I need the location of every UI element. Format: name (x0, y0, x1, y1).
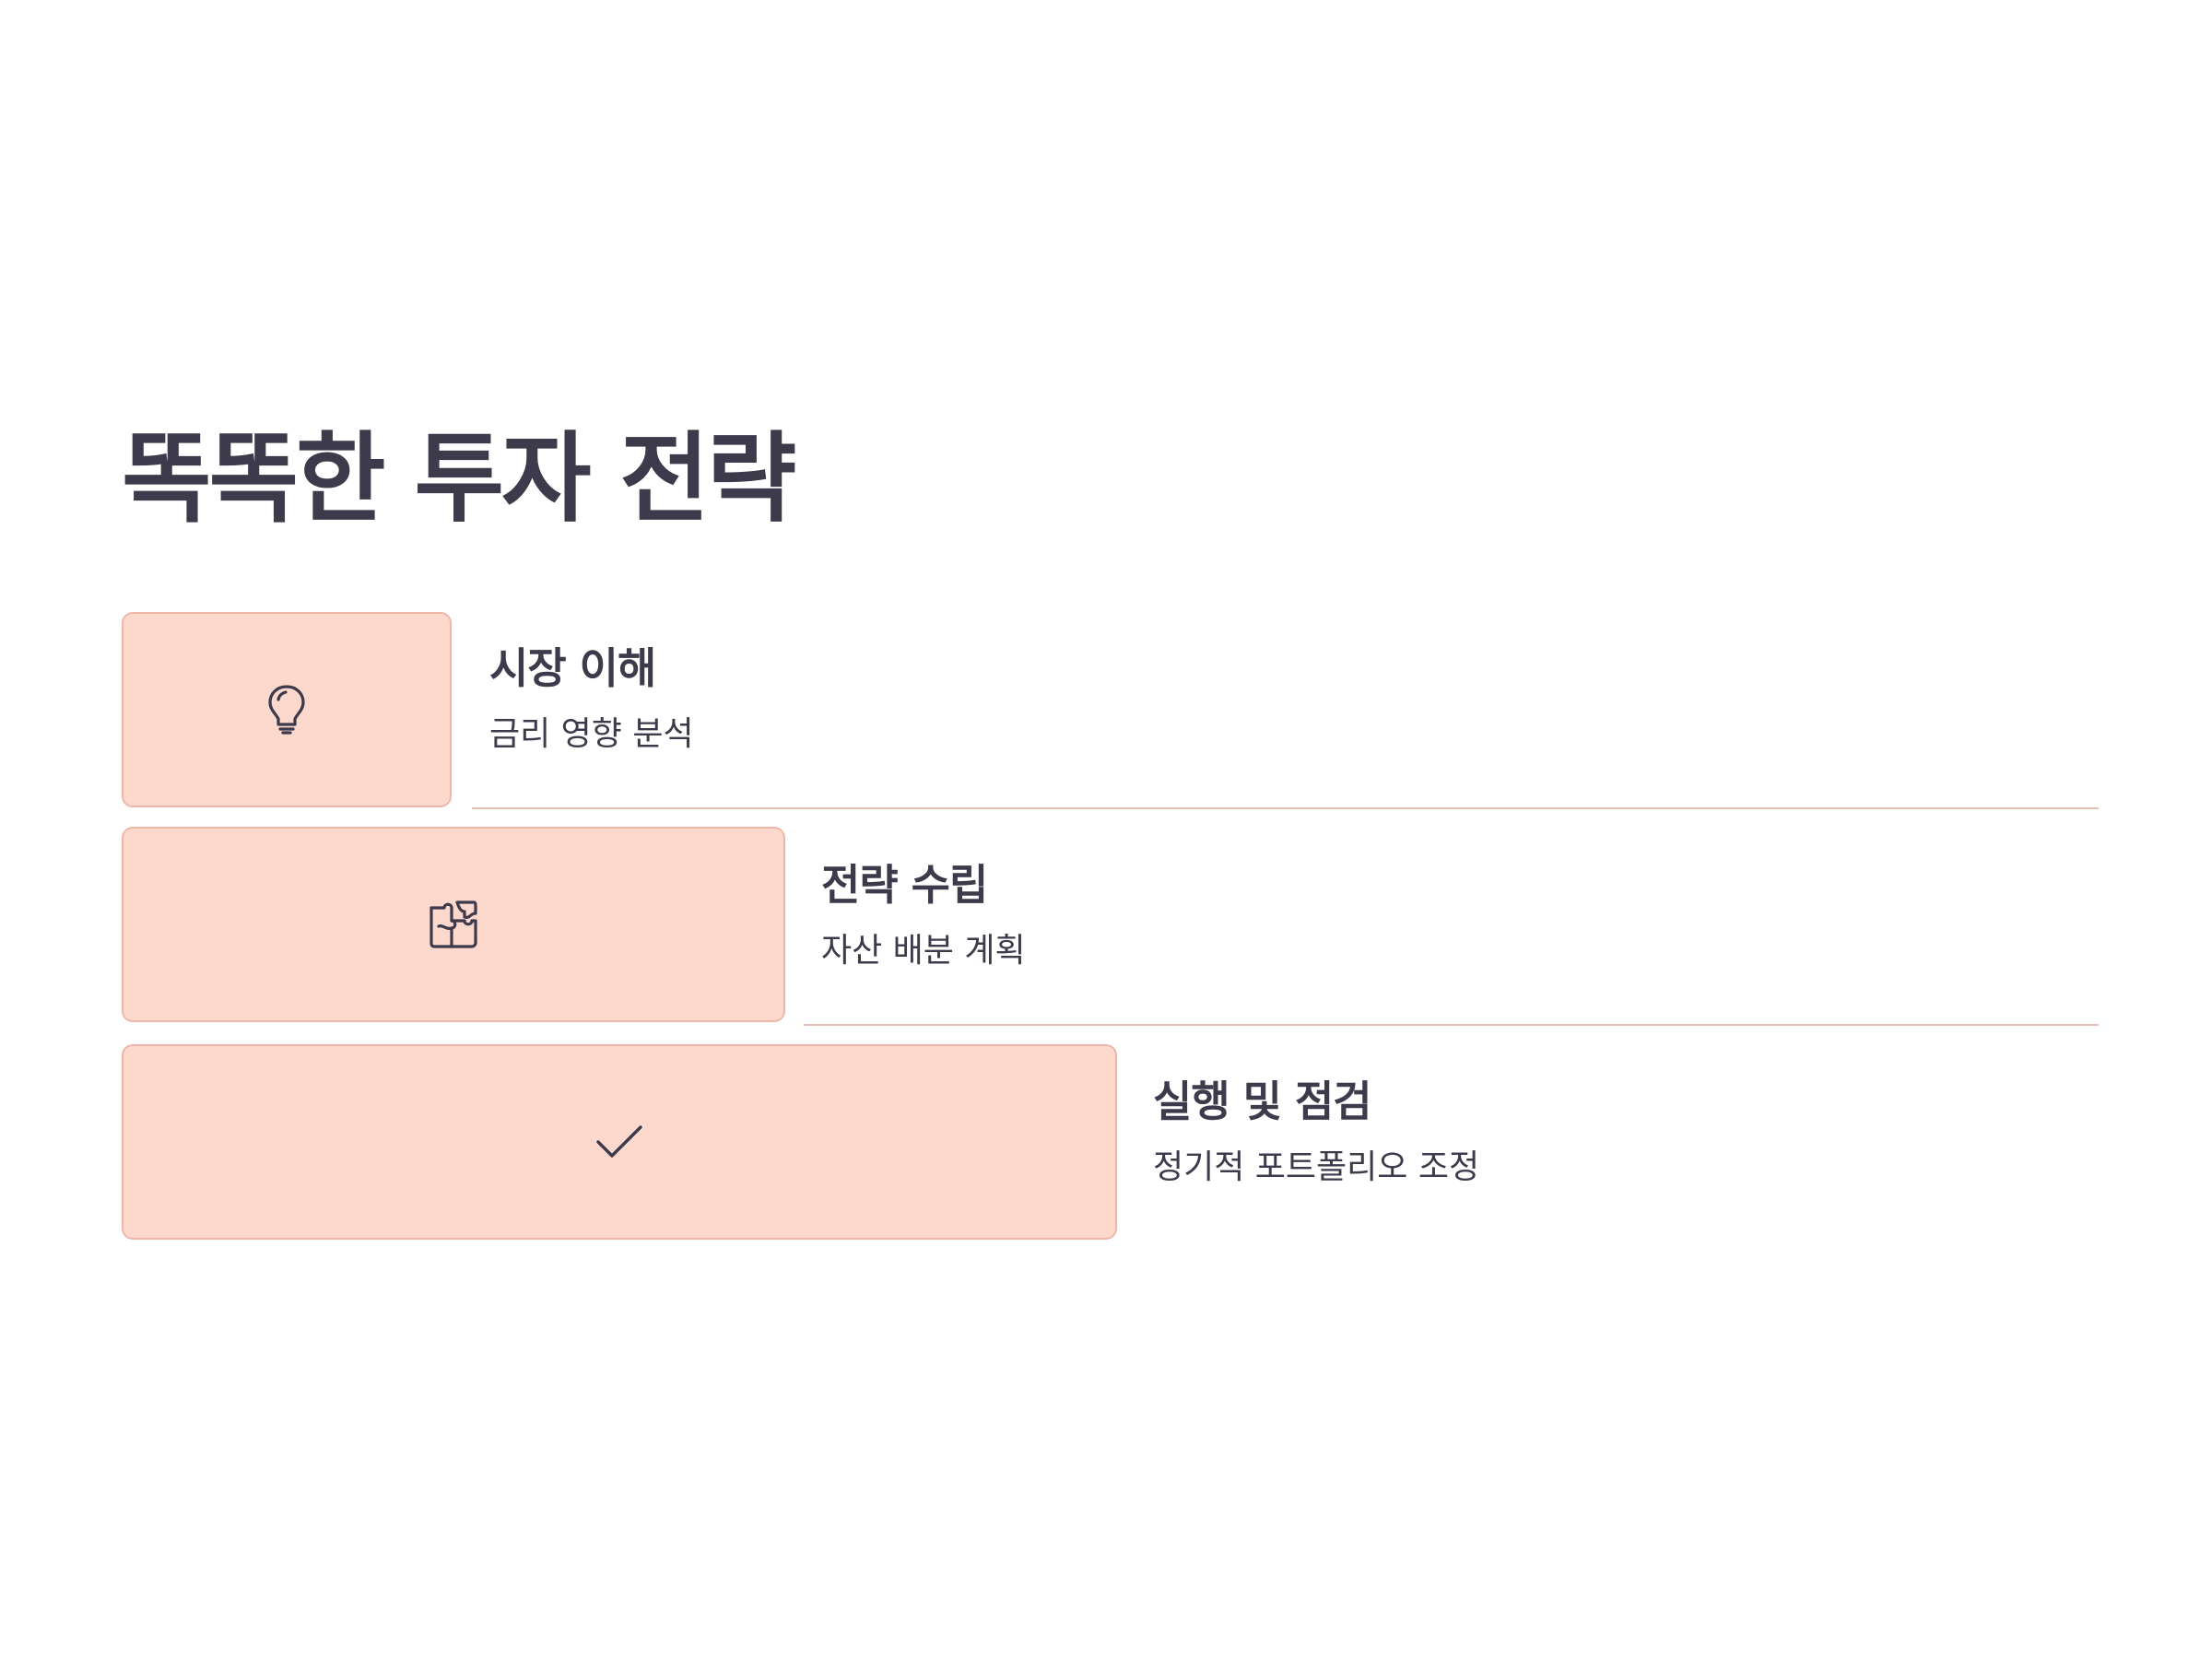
step-1-text: 시장 이해 금리 영향 분석 (489, 641, 694, 757)
step-3-box (122, 1044, 1117, 1240)
step-1-box (122, 612, 452, 807)
puzzle-icon (428, 899, 479, 950)
step-2-text: 전략 수립 자산 배분 계획 (821, 857, 1026, 973)
step-3-text: 실행 및 점검 정기적 포트폴리오 조정 (1153, 1074, 1479, 1190)
step-2-heading: 전략 수립 (821, 860, 988, 910)
step-2-box (122, 827, 785, 1022)
step-2-description: 자산 배분 계획 (821, 932, 1026, 970)
lightbulb-icon (266, 684, 307, 735)
step-3-heading: 실행 및 점검 (1153, 1077, 1372, 1126)
check-icon (595, 1124, 643, 1160)
page-title: 똑똑한 투자 전략 (122, 422, 796, 535)
step-1-description: 금리 영향 분석 (489, 715, 694, 753)
step-1-divider (472, 807, 2099, 809)
step-1-heading: 시장 이해 (489, 643, 656, 693)
step-3-description: 정기적 포트폴리오 조정 (1153, 1148, 1480, 1186)
step-2-divider (804, 1024, 2099, 1026)
